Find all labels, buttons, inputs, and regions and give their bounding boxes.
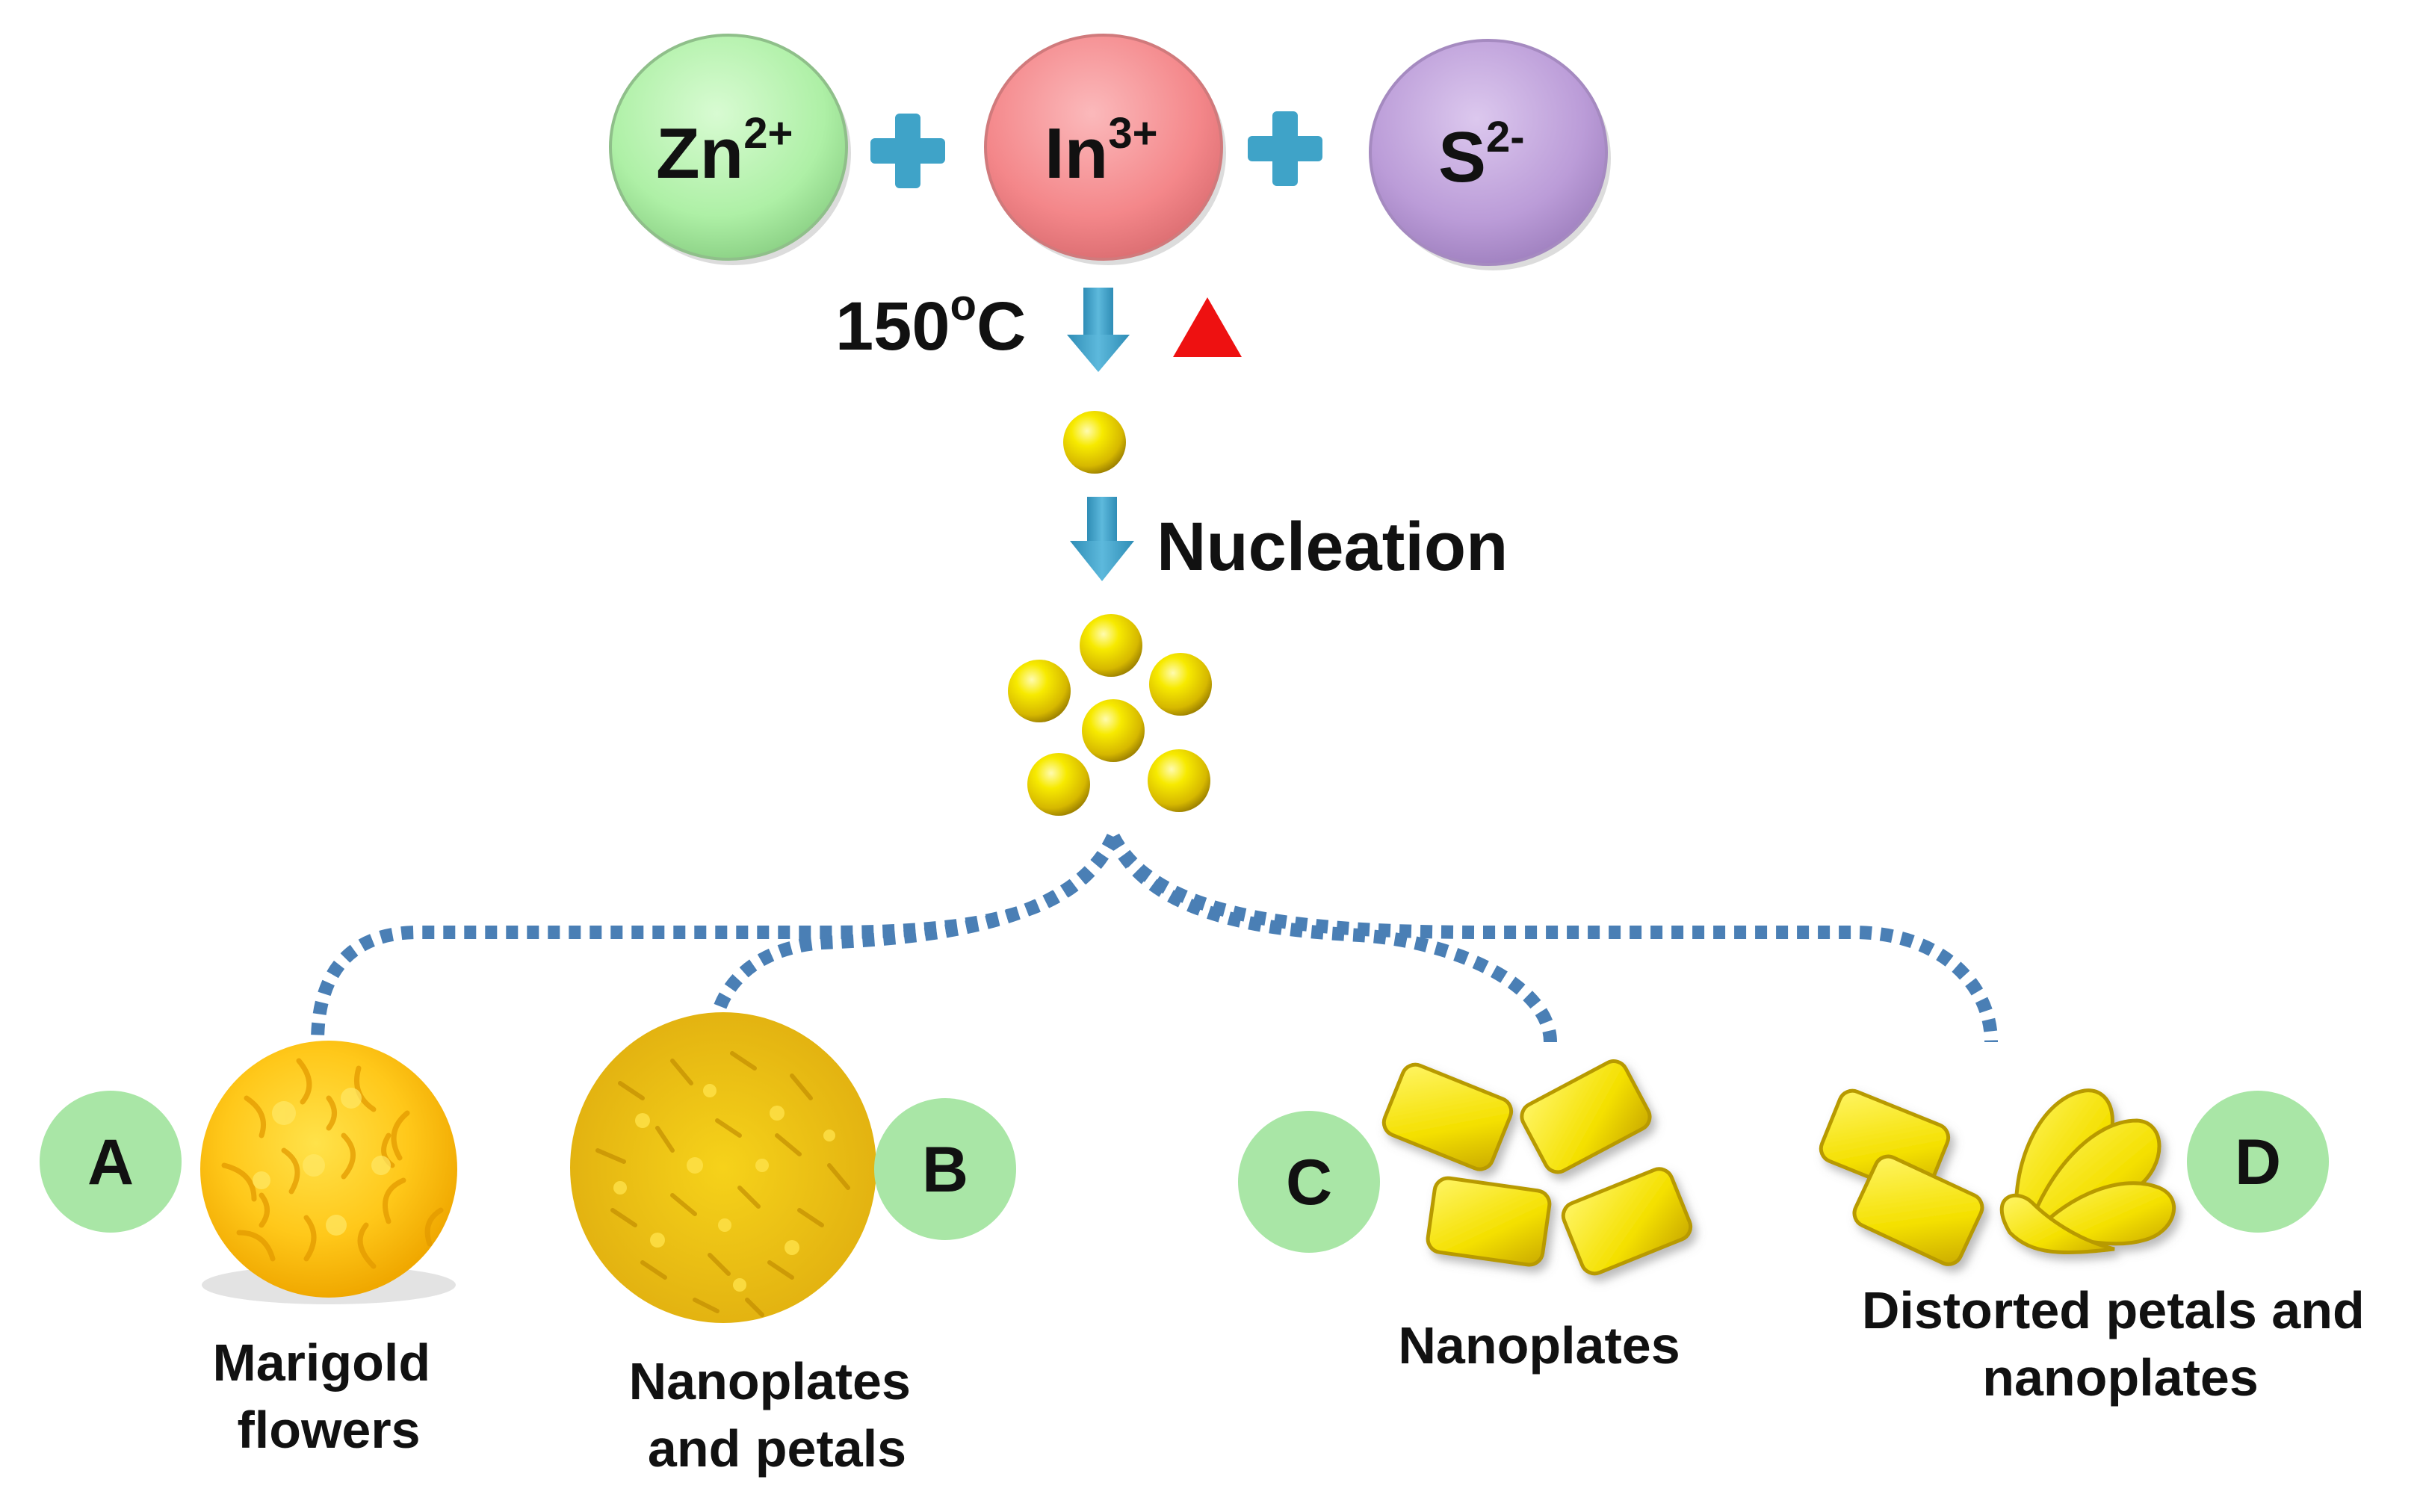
- reactant-zn: Zn2+: [609, 34, 851, 265]
- nucleus-particle: [1149, 653, 1212, 716]
- nanoplate: [1561, 1167, 1693, 1276]
- nucleus-particle: [1008, 660, 1071, 722]
- nucleus-particle: [1148, 749, 1210, 812]
- down-arrow-2-icon: [1070, 497, 1134, 581]
- nuclei-cluster: [1008, 614, 1212, 816]
- product-b-caption: Nanoplates and petals: [629, 1352, 926, 1478]
- product-d-badge: D: [2187, 1091, 2329, 1233]
- marigold-flower-image: [200, 1041, 457, 1304]
- petals-texture-image: [570, 1012, 876, 1323]
- plus-sign-2: [1248, 111, 1322, 186]
- nucleus-particle: [1080, 614, 1142, 677]
- in-ion-circle: [984, 34, 1223, 261]
- branch-line-c: [1107, 834, 1557, 1043]
- product-a-letter: A: [87, 1127, 134, 1198]
- product-c-badge: C: [1238, 1111, 1380, 1253]
- nanoplate: [1381, 1062, 1514, 1171]
- distorted-petals-illustration: [1999, 1088, 2176, 1254]
- distorted-nanoplates-illustration: [1819, 1088, 1984, 1266]
- product-b-letter: B: [922, 1134, 968, 1206]
- nucleus-particle: [1027, 753, 1090, 816]
- nucleation-label: Nucleation: [1157, 509, 1508, 585]
- plus-sign-1: [870, 114, 945, 188]
- reactant-s: S2-: [1369, 39, 1611, 270]
- nanoplate: [1852, 1154, 1984, 1266]
- product-c-letter: C: [1286, 1147, 1332, 1218]
- branch-line-d: [1107, 833, 1998, 1043]
- temperature-label: 150oC: [835, 281, 1026, 365]
- zn-ion-label: Zn2+: [656, 109, 793, 193]
- product-d-letter: D: [2235, 1127, 2281, 1198]
- s-ion-circle: [1369, 39, 1608, 266]
- branch-line-b: [707, 834, 1120, 1043]
- product-b-badge: B: [874, 1098, 1016, 1240]
- heat-triangle-icon: [1173, 297, 1242, 357]
- in-ion-label: In3+: [1045, 109, 1157, 193]
- product-c-caption: Nanoplates: [1398, 1316, 1680, 1375]
- product-a-badge: A: [40, 1091, 182, 1233]
- nanoplate: [1520, 1059, 1652, 1174]
- nucleus-particle: [1063, 411, 1126, 474]
- nucleus-particle: [1082, 699, 1145, 762]
- product-d-caption: Distorted petals and nanoplates: [1862, 1281, 2379, 1407]
- zn-ion-circle: [609, 34, 848, 261]
- branch-line-a: [311, 834, 1120, 1043]
- down-arrow-1-icon: [1067, 288, 1130, 372]
- nanoplate: [1426, 1176, 1552, 1267]
- s-ion-label: S2-: [1438, 113, 1525, 197]
- reactant-in: In3+: [984, 34, 1226, 265]
- product-a-caption: Marigold flowers: [212, 1333, 445, 1459]
- branch-lines: [311, 833, 1998, 1043]
- nanoplates-illustration: [1381, 1059, 1693, 1276]
